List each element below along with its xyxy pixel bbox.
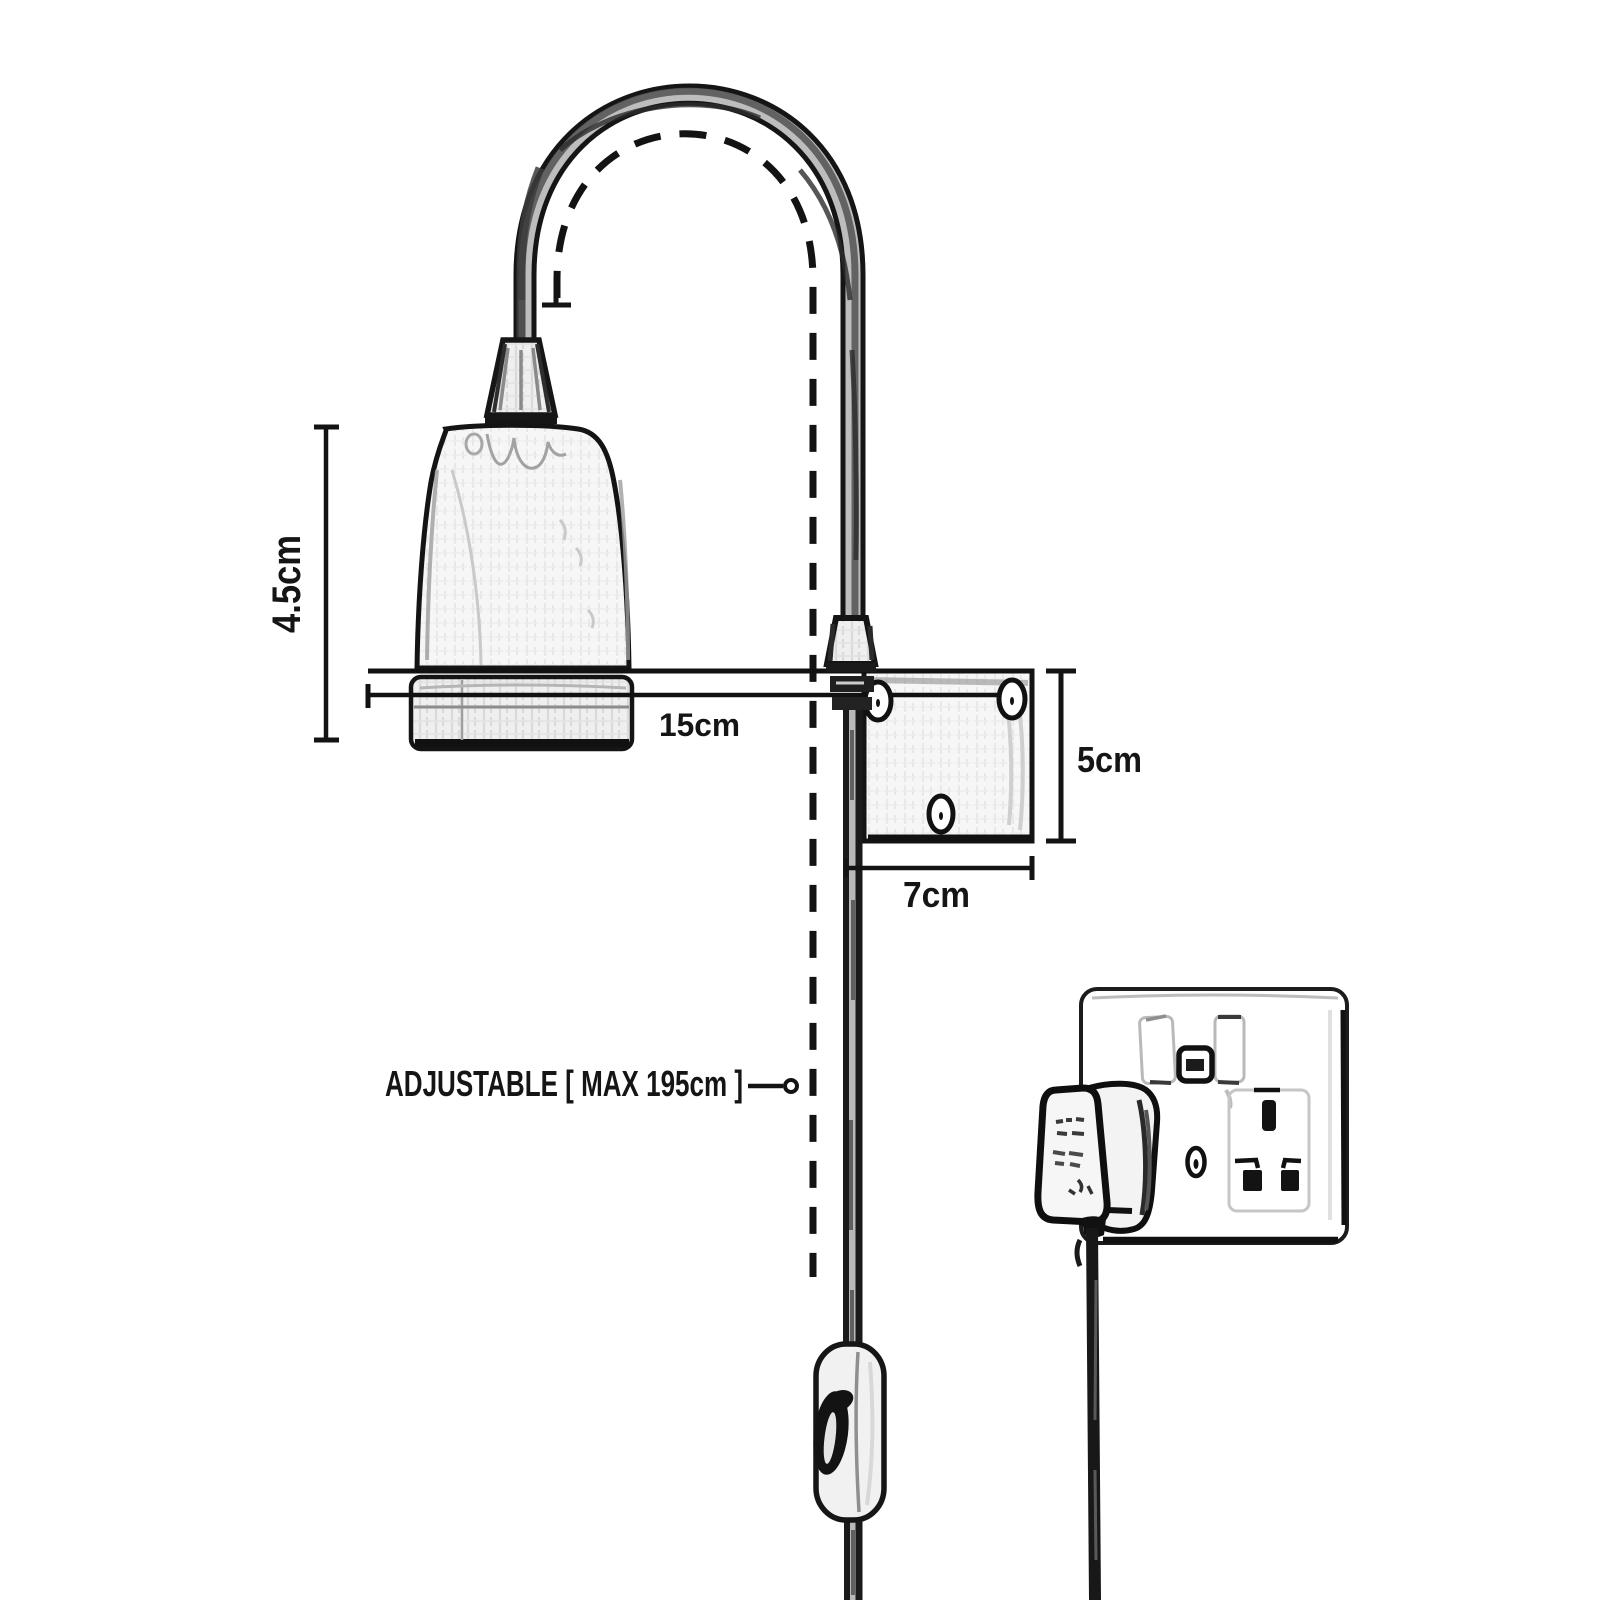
svg-text:ADJUSTABLE [ MAX 195cm ]: ADJUSTABLE [ MAX 195cm ] <box>385 1063 743 1104</box>
svg-text:15cm: 15cm <box>659 707 740 743</box>
svg-text:7cm: 7cm <box>903 874 970 915</box>
svg-text:4.5cm: 4.5cm <box>265 535 309 633</box>
svg-text:5cm: 5cm <box>1077 739 1142 780</box>
